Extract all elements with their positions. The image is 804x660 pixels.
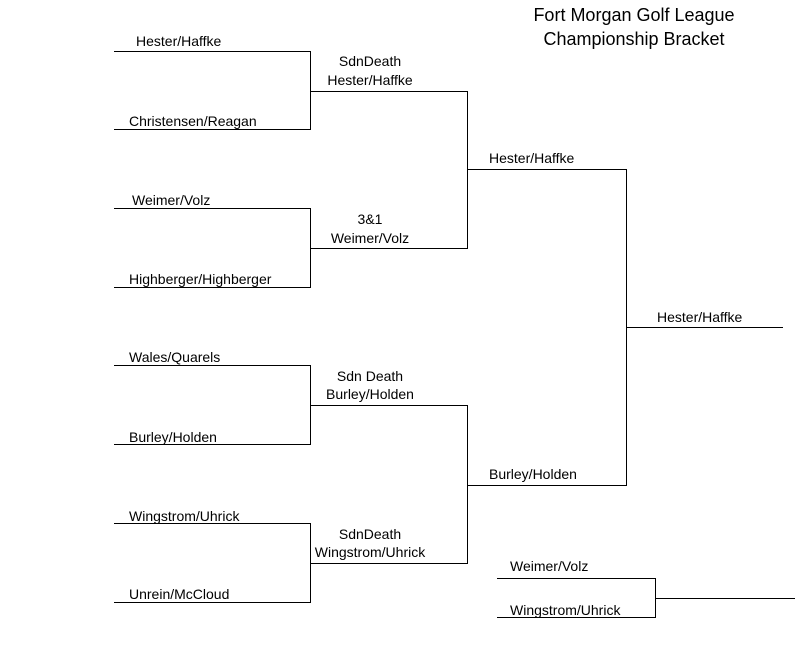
r1m3-top-line [114,365,311,366]
r2-slot3-team: Burley/Holden [326,386,414,402]
consolation-winner-line [655,598,795,599]
r1m3-result: Sdn Death [336,368,404,384]
title-line-2: Championship Bracket [543,29,725,49]
r1m4-bottom-line [114,602,311,603]
r1m3-bottom-team: Burley/Holden [129,429,217,445]
r1m1-result: SdnDeath [338,53,402,69]
r2-slot1-team: Hester/Haffke [327,72,413,88]
r2m1-connector [467,91,468,249]
r1m1-bottom-team: Christensen/Reagan [129,113,257,129]
r2-slot3-line [310,405,468,406]
r2-slot4-team: Wingstrom/Uhrick [314,544,426,560]
r1m3-top-team: Wales/Quarels [129,349,221,365]
consolation-bottom-line [497,617,656,618]
r1m4-top-line [114,523,311,524]
bracket-title: Fort Morgan Golf League Championship Bra… [500,3,768,51]
consolation-top-line [497,578,656,579]
r1m2-top-line [114,208,311,209]
r1m1-top-team: Hester/Haffke [136,33,222,49]
r2m2-connector [467,405,468,564]
champion-team: Hester/Haffke [657,309,743,325]
r1m4-bottom-team: Unrein/McCloud [129,586,230,602]
consolation-bottom-team: Wingstrom/Uhrick [510,602,621,618]
r1m2-result: 3&1 [357,211,383,227]
r1m1-bottom-line [114,129,311,130]
final-slot1-line [467,169,627,170]
title-line-1: Fort Morgan Golf League [533,5,735,25]
final-slot2-team: Burley/Holden [489,466,577,482]
r1m2-bottom-team: Highberger/Highberger [129,271,272,287]
r2-slot2-team: Weimer/Volz [330,230,410,246]
r2-slot2-line [310,248,468,249]
r1m2-bottom-line [114,287,311,288]
consolation-top-team: Weimer/Volz [510,558,589,574]
r1m1-connector [310,51,311,130]
champion-line [626,327,783,328]
r1m1-top-line [114,51,311,52]
r1m4-top-team: Wingstrom/Uhrick [129,508,240,524]
final-slot2-line [467,485,627,486]
final-slot1-team: Hester/Haffke [489,150,575,166]
r2-slot1-line [310,91,468,92]
r1m3-bottom-line [114,444,311,445]
r1m4-result: SdnDeath [338,526,402,542]
r1m2-top-team: Weimer/Volz [132,192,211,208]
r2-slot4-line [310,563,468,564]
